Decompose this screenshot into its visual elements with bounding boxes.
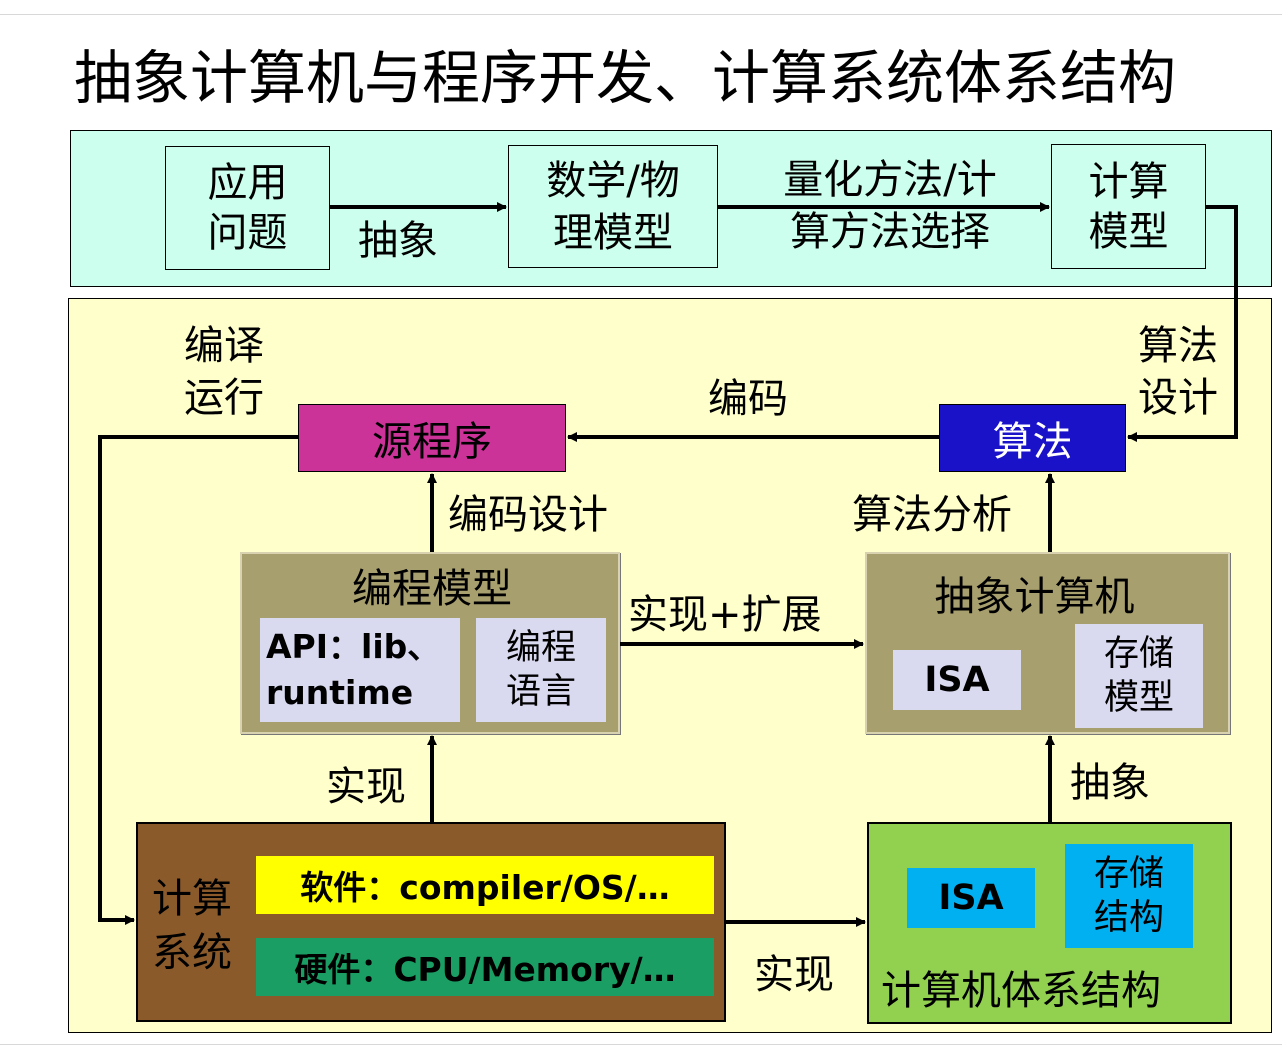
language-box: 编程 语言 — [476, 618, 606, 722]
compute-model-box: 计算 模型 — [1051, 144, 1206, 269]
storage-structure-box: 存储 结构 — [1065, 844, 1193, 948]
arrow-source-to-system — [98, 435, 298, 925]
architecture-box: ISA 存储 结构 计算机体系结构 — [867, 822, 1232, 1024]
storage-model-box: 存储 模型 — [1075, 624, 1203, 728]
algorithm-design-label: 算法 设计 — [1138, 323, 1218, 421]
algorithm-analysis-label: 算法分析 — [852, 492, 1012, 538]
api-box: API：lib、 runtime — [260, 618, 460, 722]
bottom-divider — [0, 1044, 1282, 1045]
abstract-right-label: 抽象 — [1070, 760, 1150, 806]
arrow-compute-to-algorithm — [1127, 205, 1238, 442]
slide-title: 抽象计算机与程序开发、计算系统体系结构 — [74, 44, 1177, 112]
isa-box-model: ISA — [893, 650, 1021, 710]
software-box: 软件：compiler/OS/… — [256, 856, 714, 914]
implement-bottom-label: 实现 — [754, 952, 834, 998]
math-model-box: 数学/物 理模型 — [508, 145, 718, 268]
implement-left-label: 实现 — [326, 764, 406, 810]
top-panel — [70, 130, 1272, 287]
algorithm-box: 算法 — [939, 404, 1126, 472]
abstract-machine-box: 抽象计算机 ISA 存储 模型 — [865, 552, 1230, 734]
programming-model-box: 编程模型 API：lib、 runtime 编程 语言 — [240, 552, 620, 734]
programming-model-title: 编程模型 — [352, 566, 512, 612]
abstract-machine-title: 抽象计算机 — [934, 574, 1135, 620]
coding-design-label: 编码设计 — [448, 492, 608, 538]
coding-label: 编码 — [708, 376, 788, 422]
hardware-box: 硬件：CPU/Memory/… — [256, 938, 714, 996]
quant-method-label: 量化方法/计 算方法选择 — [783, 157, 997, 255]
isa-box-arch: ISA — [907, 868, 1035, 928]
app-problem-box: 应用 问题 — [165, 146, 330, 270]
top-divider — [0, 14, 1282, 15]
abstraction-label: 抽象 — [358, 218, 438, 264]
source-program-box: 源程序 — [298, 404, 566, 472]
compile-run-label: 编译 运行 — [184, 323, 264, 421]
computing-system-box: 计算 系统 软件：compiler/OS/… 硬件：CPU/Memory/… — [136, 822, 726, 1022]
architecture-title: 计算机体系结构 — [881, 968, 1161, 1014]
implement-extend-label: 实现+扩展 — [628, 592, 822, 638]
computing-system-title: 计算 系统 — [152, 876, 232, 976]
